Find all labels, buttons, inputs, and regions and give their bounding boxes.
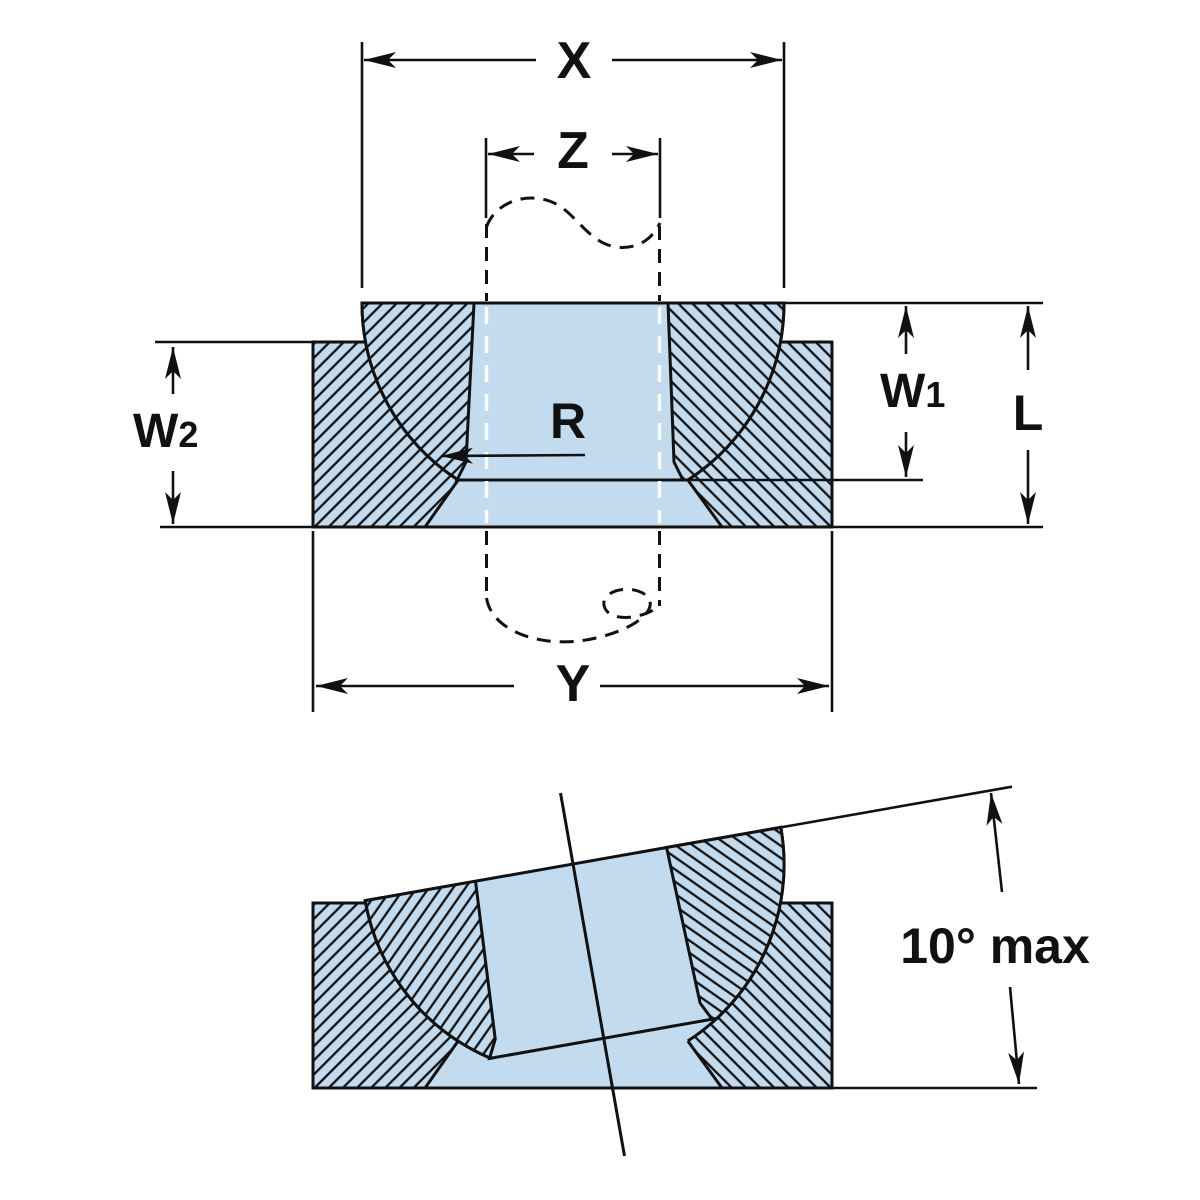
bolt-hidden-edge-through-part xyxy=(484,307,662,523)
upper-figure: X Z Y W2 W1 xyxy=(133,32,1043,713)
ball-washer-section xyxy=(360,301,786,482)
l-label: L xyxy=(1013,385,1044,441)
w2-label: W2 xyxy=(133,405,198,458)
tilted-centerline xyxy=(559,792,626,1157)
dimension-y: Y xyxy=(311,531,834,713)
y-extension-lines xyxy=(311,531,834,712)
x-extension-lines xyxy=(360,42,786,288)
dimension-r: R xyxy=(440,393,586,464)
lower-figure: 10° max xyxy=(311,785,1090,1157)
x-label: X xyxy=(557,32,592,90)
dimension-z: Z xyxy=(484,122,662,218)
dimension-x: X xyxy=(360,32,786,288)
tilted-top-surface-extension-line xyxy=(780,785,1013,829)
dimension-l: L xyxy=(1013,306,1044,524)
bolt-break-line-bottom xyxy=(485,587,661,644)
tilt-arrow-up xyxy=(986,792,1004,893)
dimension-tilt-angle: 10° max xyxy=(900,792,1090,1085)
z-label: Z xyxy=(557,122,589,180)
dimension-w2: W2 xyxy=(133,347,198,524)
w1-label: W1 xyxy=(880,365,945,418)
z-extension-lines xyxy=(484,138,662,218)
y-label: Y xyxy=(556,655,591,713)
r-label: R xyxy=(550,393,586,449)
tilt-arrow-down xyxy=(1008,986,1025,1085)
r-leader-arrow xyxy=(440,447,586,464)
bolt-hidden-edge-top xyxy=(485,224,661,301)
bolt-break-line-top xyxy=(485,196,662,249)
tilt-label: 10° max xyxy=(900,918,1090,974)
dimension-w1: W1 xyxy=(880,306,945,477)
bolt-hidden-edge-bottom xyxy=(485,531,661,606)
